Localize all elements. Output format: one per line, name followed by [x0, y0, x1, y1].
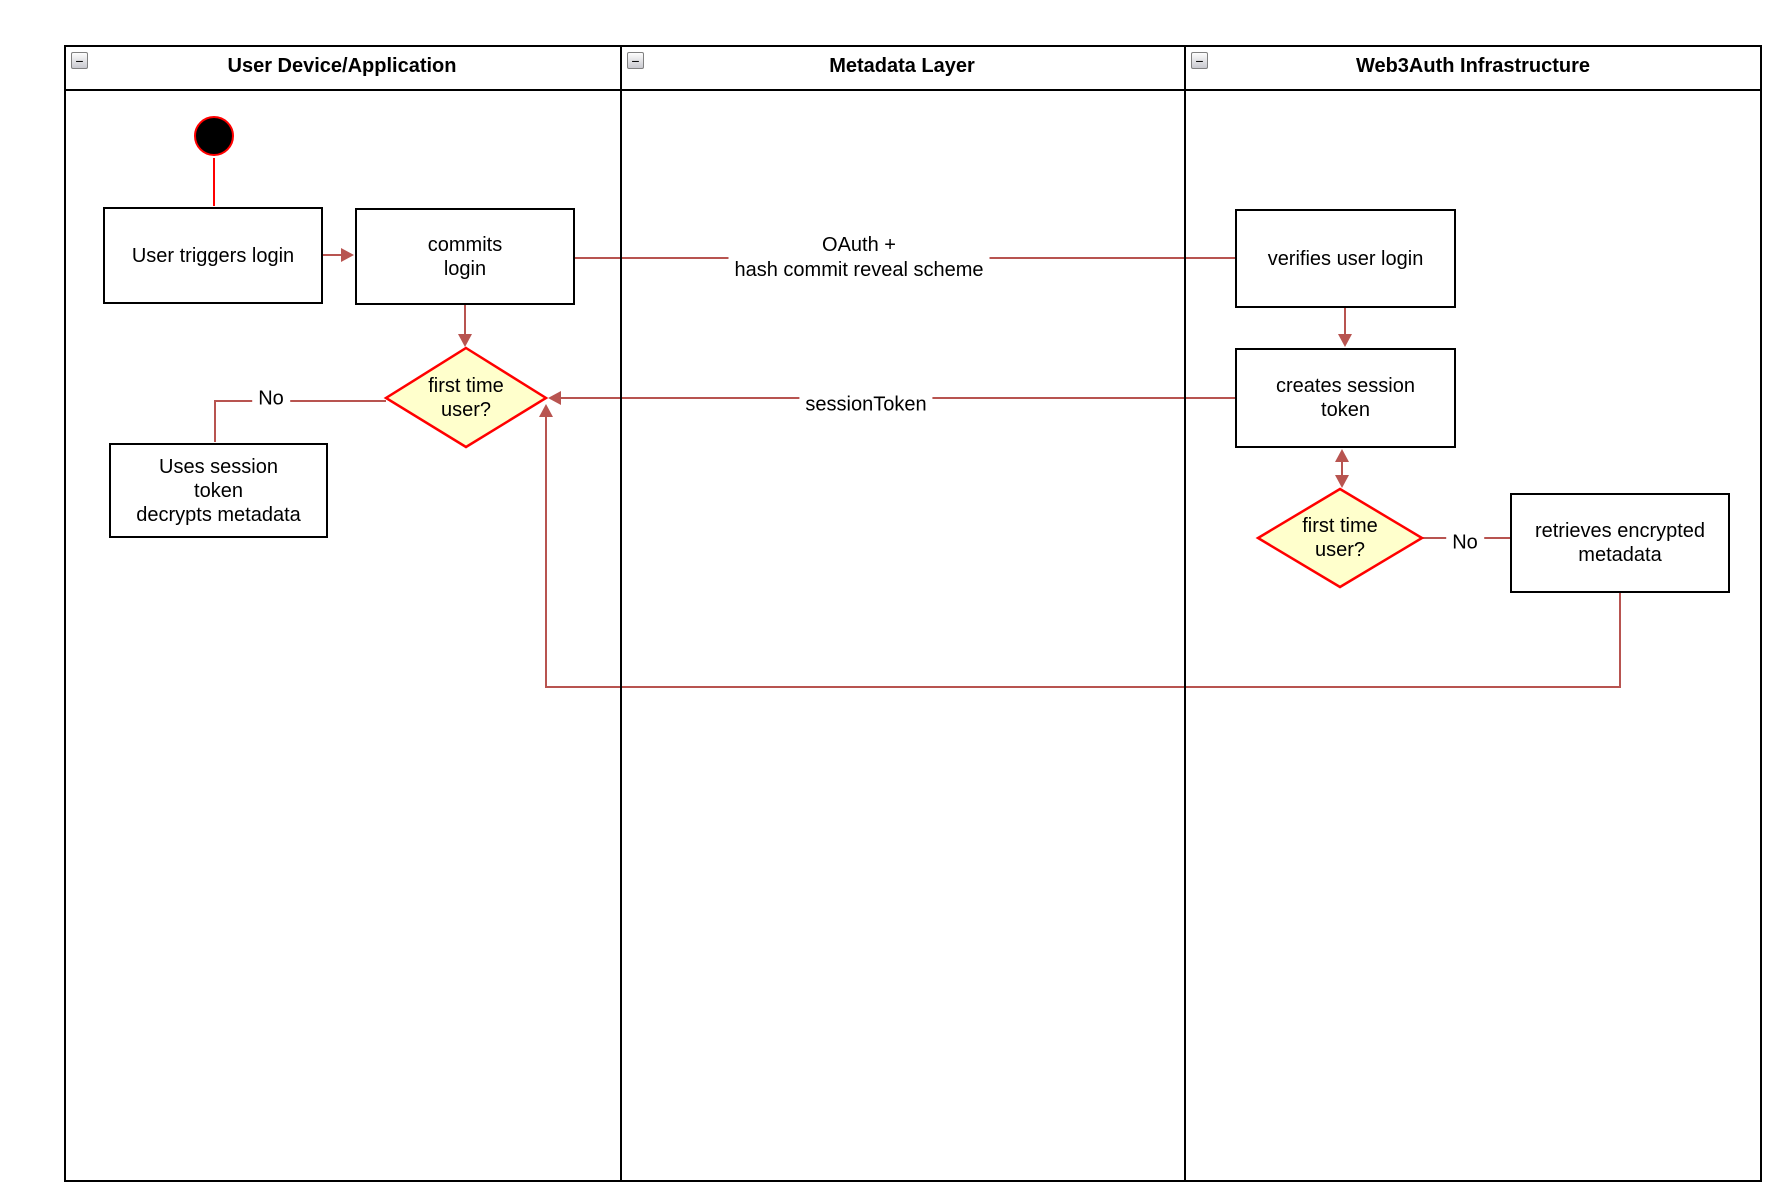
- node-commits-login[interactable]: commits login: [355, 208, 575, 305]
- node-uses-session-token[interactable]: Uses session token decrypts metadata: [109, 443, 328, 538]
- node-creates-session-token[interactable]: creates session token: [1235, 348, 1456, 448]
- lane-title-metadata-layer: Metadata Layer: [829, 54, 975, 77]
- lane-header-divider: [66, 89, 1760, 91]
- minus-icon: −: [75, 52, 84, 69]
- lane-divider: [620, 47, 622, 1180]
- node-retrieves-encrypted-metadata[interactable]: retrieves encrypted metadata: [1510, 493, 1730, 593]
- node-user-triggers-login[interactable]: User triggers login: [103, 207, 323, 304]
- node-verifies-user-login[interactable]: verifies user login: [1235, 209, 1456, 308]
- lane-title-web3auth: Web3Auth Infrastructure: [1355, 54, 1591, 77]
- lane-divider: [1184, 47, 1186, 1180]
- collapse-lane-icon[interactable]: −: [1191, 52, 1208, 69]
- edge-label-oauth: OAuth + hash commit reveal scheme: [728, 233, 990, 283]
- start-node[interactable]: [194, 116, 234, 156]
- minus-icon: −: [631, 52, 640, 69]
- swimlane-pool: [64, 45, 1762, 1182]
- edge-label-no-infra: No: [1446, 530, 1484, 556]
- edge-label-no-device: No: [252, 386, 290, 412]
- decision-label-device: first time user?: [428, 375, 504, 421]
- collapse-lane-icon[interactable]: −: [71, 52, 88, 69]
- edge-label-sessiontoken: sessionToken: [799, 392, 933, 418]
- decision-label-infra: first time user?: [1302, 515, 1378, 561]
- minus-icon: −: [1195, 52, 1204, 69]
- lane-title-user-device: User Device/Application: [227, 54, 457, 77]
- collapse-lane-icon[interactable]: −: [627, 52, 644, 69]
